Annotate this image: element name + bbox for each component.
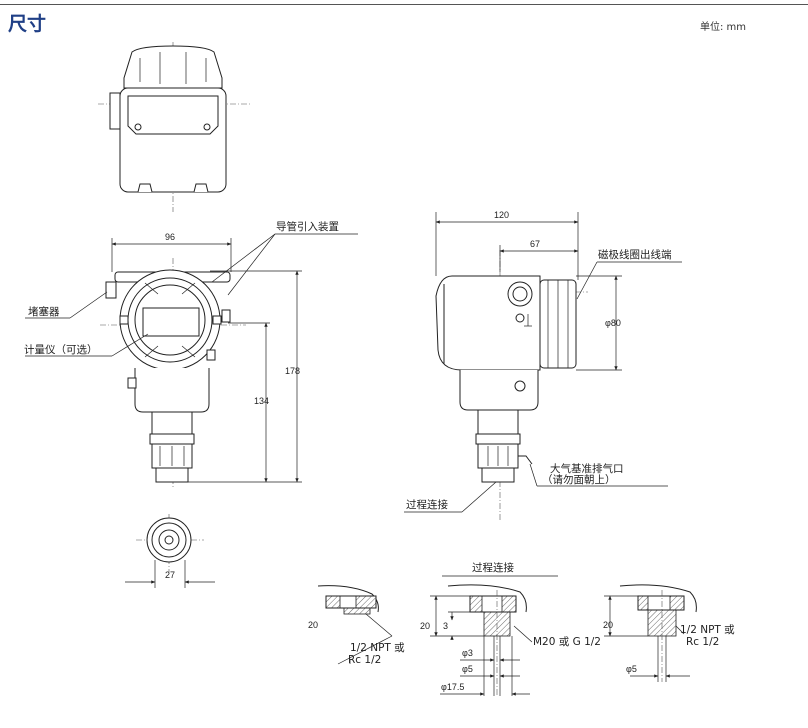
side-view — [404, 212, 682, 520]
left-thread-2: Rc 1/2 — [348, 654, 381, 666]
middle-dia-mid: φ5 — [462, 664, 473, 674]
right-thread-1: 1/2 NPT 或 — [680, 624, 735, 636]
middle-depth-dim: 3 — [443, 621, 448, 631]
bottom-width-dim: 27 — [165, 570, 175, 580]
side-width-dim: 120 — [494, 210, 509, 220]
detail-left — [317, 585, 393, 665]
label-plug: 堵塞器 — [28, 305, 60, 318]
detail-right — [604, 584, 697, 682]
label-vent-2: （请勿面朝上） — [542, 473, 616, 486]
right-thread-2: Rc 1/2 — [686, 636, 719, 648]
middle-dia-large: φ17.5 — [441, 682, 464, 692]
middle-height-dim: 20 — [420, 621, 430, 631]
front-height-dim: 178 — [285, 366, 300, 376]
side-offset-dim: 67 — [530, 239, 540, 249]
front-width-dim: 96 — [165, 232, 175, 242]
front-lower-dim: 134 — [254, 396, 269, 406]
unit-note: 单位: mm — [699, 22, 746, 33]
label-conduit: 导管引入装置 — [276, 220, 339, 233]
detail-middle — [430, 575, 558, 696]
details-title: 过程连接 — [472, 561, 514, 574]
label-terminal: 磁极线圈出线端 — [598, 248, 672, 261]
side-diameter-dim: φ80 — [605, 318, 621, 328]
right-dia: φ5 — [626, 664, 637, 674]
label-process: 过程连接 — [406, 498, 448, 511]
page-title: 尺寸 — [8, 13, 47, 35]
middle-thread: M20 或 G 1/2 — [533, 636, 601, 648]
left-height-dim: 20 — [308, 620, 318, 630]
front-view — [25, 233, 358, 488]
top-view — [98, 42, 250, 212]
label-vent-1: 大气基准排气口 — [550, 462, 624, 475]
left-thread-1: 1/2 NPT 或 — [350, 642, 405, 654]
right-height-dim: 20 — [603, 620, 613, 630]
header-rule — [0, 4, 808, 5]
bottom-view — [125, 514, 215, 588]
middle-dia-small: φ3 — [462, 648, 473, 658]
label-meter: 计量仪（可选） — [24, 343, 98, 356]
